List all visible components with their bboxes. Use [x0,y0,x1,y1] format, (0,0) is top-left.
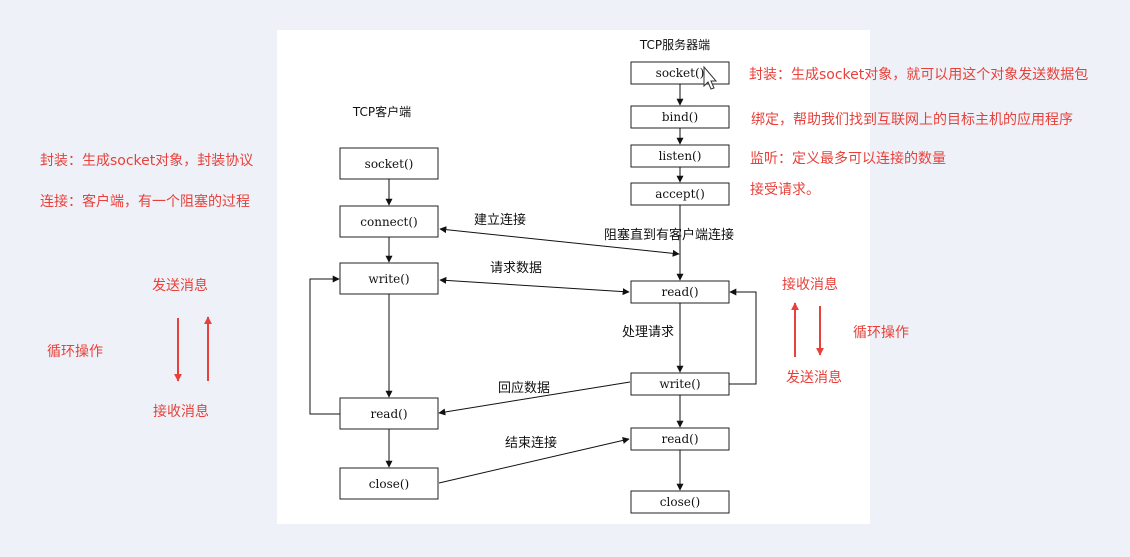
svg-text:connect(): connect() [360,215,417,229]
client-close-box: close() [339,467,439,500]
annotation-server-send: 发送消息 [786,370,842,386]
annotation-client-loop: 循环操作 [47,344,103,360]
annotation-server-loop: 循环操作 [853,325,909,341]
client-title: TCP客户端 [352,104,411,119]
server-close-box: close() [630,490,730,514]
edge-label-reply: 回应数据 [498,380,550,396]
edge-label-block: 阻塞直到有客户端连接 [604,227,734,243]
edge-label-request: 请求数据 [490,261,542,276]
client-connect-box: connect() [339,205,439,238]
server-accept-box: accept() [630,182,730,206]
server-title: TCP服务器端 [639,37,710,52]
server-read-box: read() [630,280,730,304]
annotation-server-recv: 接收消息 [782,277,838,293]
svg-text:close(): close() [369,477,409,491]
server-write-box: write() [630,372,730,396]
annotation-client-socket: 封装：生成socket对象，封装协议 [40,153,254,169]
annotation-client-connect: 连接：客户端，有一个阻塞的过程 [40,194,250,210]
mouse-cursor-icon [703,65,718,90]
svg-text:write(): write() [659,377,700,391]
svg-text:listen(): listen() [659,149,702,163]
edge-label-process: 处理请求 [622,325,674,340]
svg-text:read(): read() [661,432,698,446]
annotation-server-socket: 封装：生成socket对象，就可以用这个对象发送数据包 [749,67,1089,83]
server-listen-box: listen() [630,144,730,168]
annotation-server-listen: 监听：定义最多可以连接的数量 [750,151,946,167]
server-flow-arrows [676,84,757,491]
edge-label-end: 结束连接 [505,435,557,451]
client-write-box: write() [339,262,439,295]
client-loop-arrows [174,316,212,382]
server-read2-box: read() [630,427,730,451]
server-bind-box: bind() [630,105,730,129]
annotation-client-recv: 接收消息 [153,404,209,420]
cross-arrows [438,226,680,484]
client-flow-arrows [309,179,393,468]
svg-text:read(): read() [370,407,407,421]
svg-text:read(): read() [661,285,698,299]
edge-label-establish: 建立连接 [474,212,526,228]
svg-text:socket(): socket() [656,66,705,80]
client-socket-box: socket() [339,147,439,180]
annotation-server-accept: 接受请求。 [750,182,820,198]
annotation-server-bind: 绑定，帮助我们找到互联网上的目标主机的应用程序 [751,112,1073,128]
server-loop-arrows [791,302,824,357]
annotation-client-send: 发送消息 [152,278,208,294]
svg-text:close(): close() [660,495,700,509]
svg-text:socket(): socket() [365,157,414,171]
client-read-box: read() [339,397,439,430]
svg-text:write(): write() [368,272,409,286]
svg-text:accept(): accept() [655,187,705,201]
svg-text:bind(): bind() [662,110,698,124]
